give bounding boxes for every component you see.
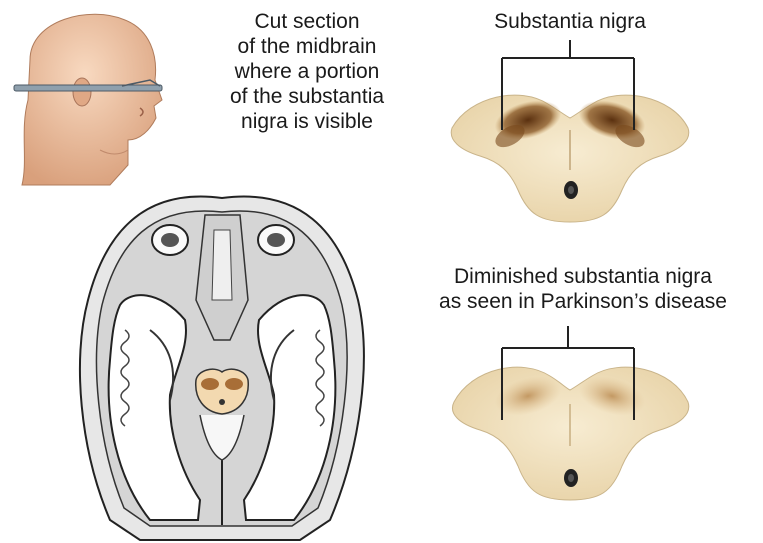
head-illustration — [22, 14, 162, 185]
substantia-nigra-label: Substantia nigra — [470, 9, 670, 34]
cut-section-line: Cut section — [196, 9, 418, 34]
substantia-nigra-text: Substantia nigra — [470, 9, 670, 34]
diminished-line: as seen in Parkinson’s disease — [398, 289, 763, 314]
cut-section-label: Cut section of the midbrain where a port… — [196, 9, 418, 134]
diminished-label: Diminished substantia nigra as seen in P… — [398, 264, 763, 314]
diminished-midbrain-section — [452, 367, 688, 500]
cut-section-line: where a portion — [196, 59, 418, 84]
cut-section-line: of the substantia — [196, 84, 418, 109]
normal-midbrain-section — [451, 94, 689, 222]
diminished-line: Diminished substantia nigra — [398, 264, 763, 289]
axial-brain-section — [80, 197, 364, 540]
cut-section-line: nigra is visible — [196, 109, 418, 134]
cut-section-line: of the midbrain — [196, 34, 418, 59]
